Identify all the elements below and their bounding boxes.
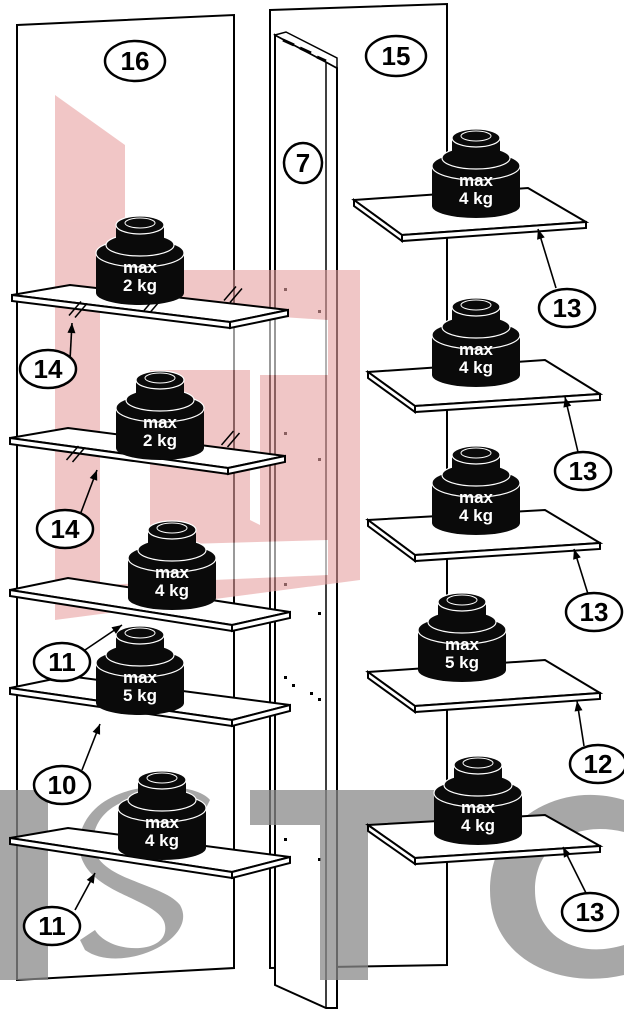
weight-label-max: max bbox=[143, 413, 178, 432]
watermark-letters bbox=[0, 786, 624, 980]
weight-label-max: max bbox=[123, 258, 158, 277]
arrow-s7 bbox=[563, 396, 579, 453]
arrow-s4 bbox=[81, 723, 101, 771]
callout-s4: 10 bbox=[32, 764, 92, 806]
callout-left-panel-text: 16 bbox=[121, 46, 150, 76]
weight-label-max: max bbox=[459, 488, 494, 507]
arrow-s6 bbox=[537, 228, 557, 289]
callout-text: 10 bbox=[48, 770, 77, 800]
callout-text: 13 bbox=[580, 597, 609, 627]
arrow-s8 bbox=[573, 548, 589, 595]
weight-label-max: max bbox=[461, 798, 496, 817]
arrow-s2 bbox=[79, 469, 98, 516]
weight-label-max: max bbox=[155, 563, 190, 582]
callout-s2: 14 bbox=[35, 508, 95, 550]
callout-text: 13 bbox=[553, 293, 582, 323]
callout-s1: 14 bbox=[18, 348, 78, 390]
weight-label-value: 4 kg bbox=[459, 506, 493, 525]
weight-label-value: 4 kg bbox=[155, 581, 189, 600]
weight-label-value: 4 kg bbox=[461, 816, 495, 835]
callout-s6: 13 bbox=[537, 287, 597, 329]
callout-right-panel-text: 15 bbox=[382, 41, 411, 71]
arrow-s3 bbox=[84, 624, 123, 651]
callout-divider: 7 bbox=[282, 141, 324, 185]
weight-label-value: 5 kg bbox=[445, 653, 479, 672]
weight-label-value: 2 kg bbox=[143, 431, 177, 450]
callout-text: 13 bbox=[569, 456, 598, 486]
weight-label-value: 2 kg bbox=[123, 276, 157, 295]
callout-text: 11 bbox=[48, 647, 76, 677]
callout-text: 13 bbox=[576, 897, 605, 927]
weight-label-max: max bbox=[459, 340, 494, 359]
callout-text: 14 bbox=[34, 354, 63, 384]
weight-label-max: max bbox=[145, 813, 180, 832]
weight-label-max: max bbox=[459, 171, 494, 190]
callout-s7: 13 bbox=[553, 450, 613, 492]
arrow-s10 bbox=[562, 846, 587, 894]
weight-label-value: 4 kg bbox=[459, 189, 493, 208]
weight-label-value: 4 kg bbox=[459, 358, 493, 377]
callout-left-panel: 16 bbox=[103, 39, 167, 83]
callout-text: 11 bbox=[38, 911, 66, 941]
weight-label-value: 4 kg bbox=[145, 831, 179, 850]
callout-right-panel: 15 bbox=[364, 34, 428, 78]
weight-label-max: max bbox=[445, 635, 480, 654]
callout-s5: 11 bbox=[22, 905, 82, 947]
callout-text: 12 bbox=[584, 749, 613, 779]
callout-s8: 13 bbox=[564, 591, 624, 633]
leader-arrows bbox=[67, 228, 589, 911]
arrow-s9 bbox=[574, 700, 585, 747]
arrow-s5 bbox=[74, 872, 96, 911]
callout-s10: 13 bbox=[560, 891, 620, 933]
callout-s3: 11 bbox=[32, 641, 92, 683]
callout-divider-text: 7 bbox=[296, 148, 310, 178]
watermark bbox=[0, 95, 624, 980]
callout-s9: 12 bbox=[568, 743, 624, 785]
shelf-callouts: 14 14 11 10 11 13 13 13 12 13 bbox=[18, 287, 624, 947]
arrow-s1 bbox=[67, 322, 76, 361]
weight-label-value: 5 kg bbox=[123, 686, 157, 705]
callout-text: 14 bbox=[51, 514, 80, 544]
weight-label-max: max bbox=[123, 668, 158, 687]
